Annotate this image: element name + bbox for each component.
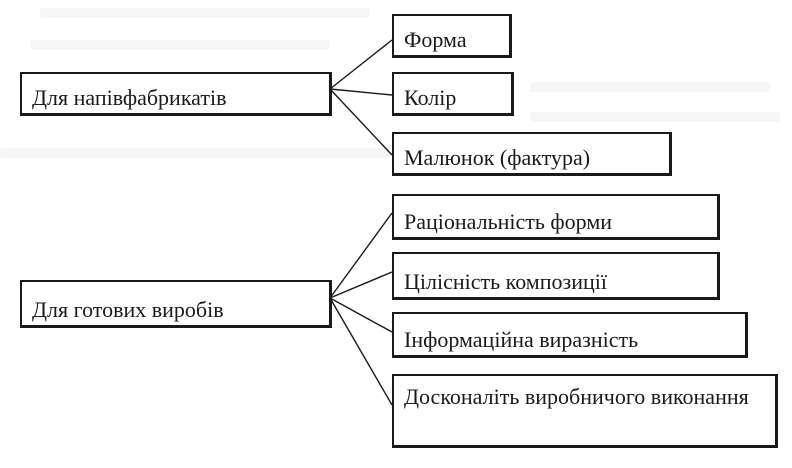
criterion-label: Цілісність композиції bbox=[404, 269, 607, 294]
criterion-label: Малюнок (фактура) bbox=[404, 145, 591, 170]
criterion-label: Досконаліть виробничого виконання bbox=[404, 384, 749, 409]
scan-artifact bbox=[40, 8, 370, 18]
category-box-finished-products: Для готових виробів bbox=[20, 280, 332, 328]
criterion-label: Колір bbox=[404, 85, 457, 110]
connector-line bbox=[329, 88, 393, 156]
connector-line bbox=[329, 88, 393, 96]
category-label: Для напівфабрикатів bbox=[32, 85, 227, 110]
criterion-box: Цілісність композиції bbox=[392, 252, 720, 300]
connector-line bbox=[329, 297, 393, 406]
connector-line bbox=[329, 297, 393, 333]
criterion-box: Досконаліть виробничого виконання bbox=[392, 374, 778, 448]
connector-line bbox=[329, 212, 393, 299]
criterion-box: Малюнок (фактура) bbox=[392, 132, 672, 176]
criterion-box: Раціональність форми bbox=[392, 194, 720, 240]
scan-artifact bbox=[530, 82, 770, 92]
scan-artifact bbox=[0, 148, 390, 158]
connector-line bbox=[329, 39, 393, 90]
connector-line bbox=[329, 271, 393, 299]
criterion-label: Раціональність форми bbox=[404, 209, 613, 234]
criterion-box: Інформаційна виразність bbox=[392, 312, 748, 358]
category-label: Для готових виробів bbox=[32, 297, 224, 322]
criterion-box: Форма bbox=[392, 14, 512, 58]
category-box-semi-finished: Для напівфабрикатів bbox=[20, 72, 332, 116]
criterion-label: Форма bbox=[404, 27, 467, 52]
criterion-label: Інформаційна виразність bbox=[404, 327, 639, 352]
criterion-box: Колір bbox=[392, 72, 514, 116]
scan-artifact bbox=[30, 40, 330, 50]
scan-artifact bbox=[530, 112, 780, 122]
